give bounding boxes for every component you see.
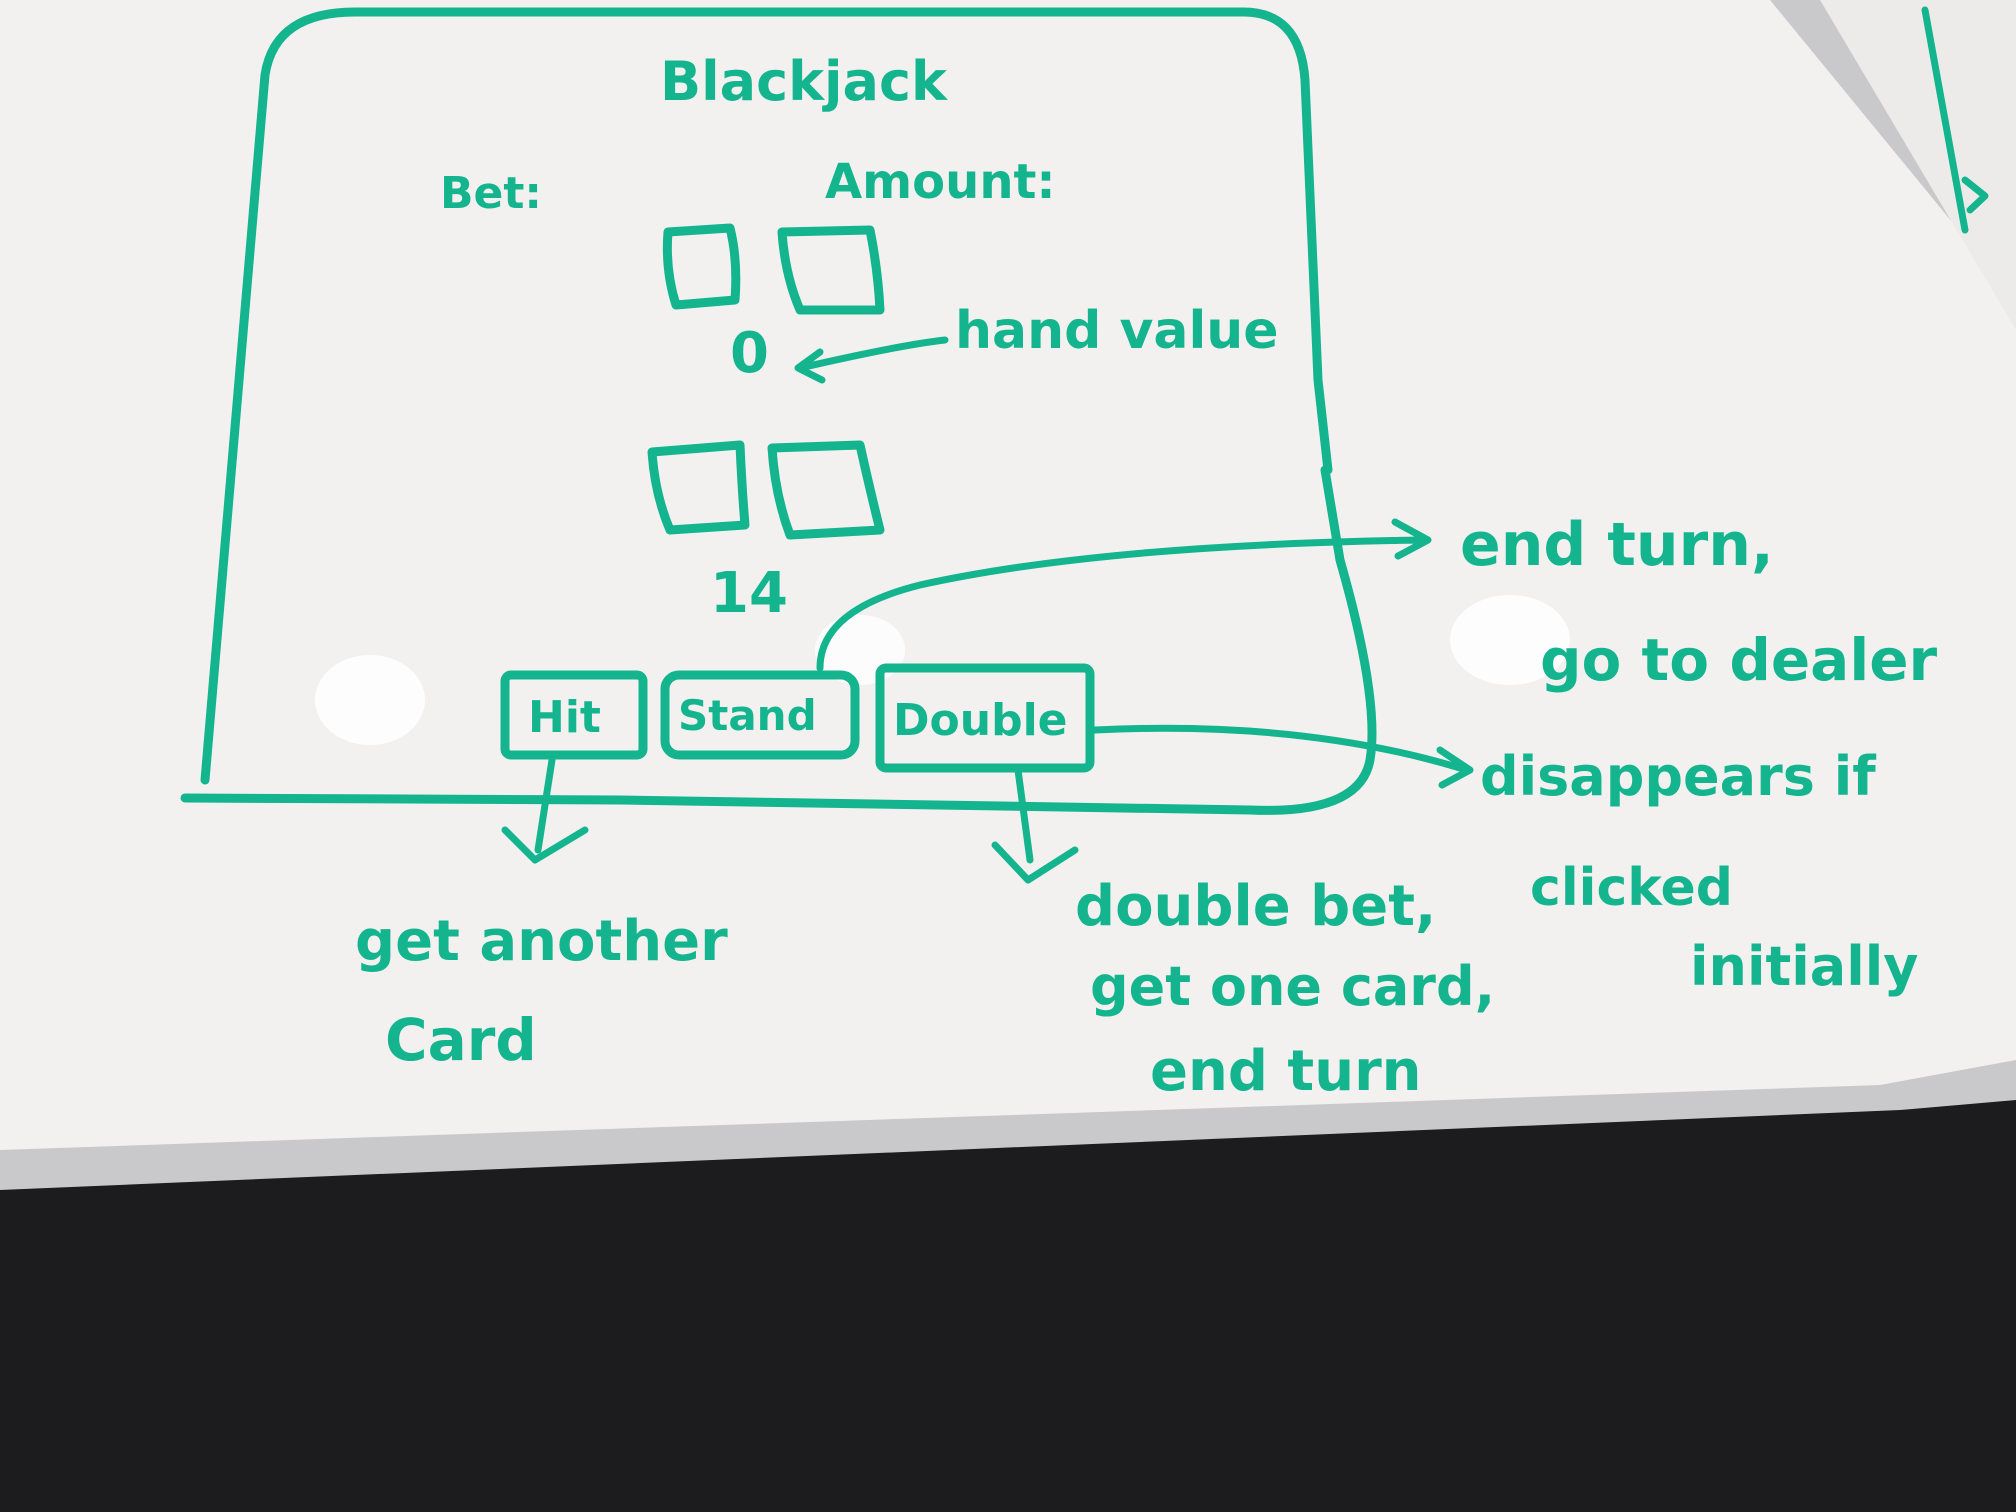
player-hand-value: 14: [710, 561, 788, 626]
mockup-window-outline: [180, 7, 1377, 815]
double-arrow: [991, 766, 1079, 884]
glare-spot: [1450, 595, 1570, 685]
double-disappears-line2: clicked: [1530, 858, 1733, 918]
stand-button-label: Stand: [678, 691, 817, 740]
hit-button[interactable]: Hit: [500, 670, 648, 760]
second-board-mark: [1921, 6, 1969, 234]
double-note-line2: get one card,: [1090, 955, 1495, 1018]
second-board-arrow: [1961, 176, 1989, 214]
whiteboard-surface: [0, 0, 2016, 1150]
second-whiteboard: [1820, 0, 2016, 330]
stand-button-border: [660, 670, 860, 760]
hand-value-annotation: hand value: [955, 301, 1279, 361]
dealer-hand-value: 0: [730, 321, 769, 386]
double-disappears-arrow: [1091, 724, 1474, 789]
dealer-card-left: [662, 223, 741, 310]
player-card-left: [647, 440, 750, 535]
stand-note-line1: end turn,: [1460, 510, 1774, 580]
double-button-border: [875, 663, 1095, 773]
hit-note-line1: get another: [355, 909, 728, 974]
hit-button-border: [500, 670, 648, 760]
double-disappears-line1: disappears if: [1480, 745, 1876, 808]
glare-spot: [315, 655, 425, 745]
double-note-line1: double bet,: [1075, 874, 1436, 939]
amount-label: Amount:: [825, 154, 1056, 210]
hit-button-label: Hit: [528, 692, 601, 743]
hit-arrow: [501, 756, 589, 864]
mockup-title: Blackjack: [660, 50, 948, 113]
stand-button[interactable]: Stand: [660, 670, 860, 760]
stand-arrow: [816, 518, 1432, 672]
dealer-card-right: [777, 225, 885, 315]
player-card-right: [767, 440, 885, 540]
double-button-label: Double: [893, 695, 1068, 746]
double-disappears-line3: initially: [1690, 935, 1918, 998]
double-button[interactable]: Double: [875, 663, 1095, 773]
double-note-line3: end turn: [1150, 1039, 1422, 1104]
stand-note-line2: go to dealer: [1540, 626, 1938, 694]
hand-value-arrow: [794, 336, 949, 384]
hit-note-line2: Card: [385, 1006, 537, 1074]
bet-label: Bet:: [440, 168, 542, 219]
